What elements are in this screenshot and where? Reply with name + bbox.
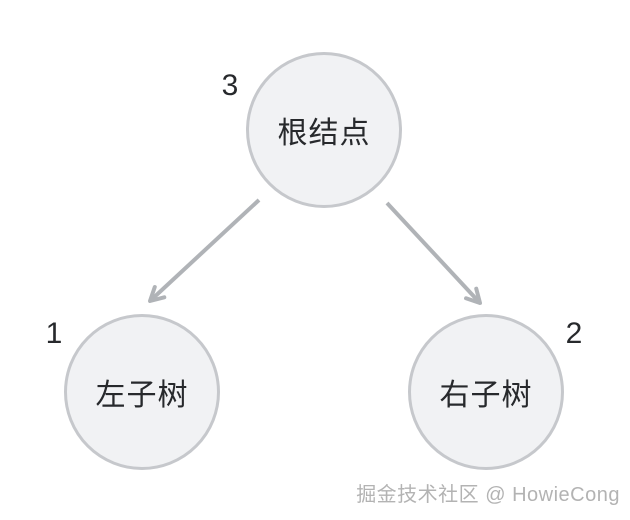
- order-number-root: 3: [221, 69, 239, 102]
- node-left-subtree: 左子树: [64, 314, 220, 470]
- order-number-left: 1: [45, 317, 63, 350]
- watermark-text: 掘金技术社区 @ HowieCong: [356, 484, 620, 506]
- node-right-subtree: 右子树: [408, 314, 564, 470]
- node-left-subtree-label: 左子树: [95, 379, 189, 412]
- order-number-right: 2: [565, 317, 583, 350]
- node-root-label: 根结点: [277, 117, 371, 150]
- edge-root-to-right-arrow: [385, 201, 482, 305]
- node-root: 根结点: [246, 52, 402, 208]
- node-right-subtree-label: 右子树: [439, 379, 533, 412]
- edge-root-to-left-arrow: [148, 198, 261, 303]
